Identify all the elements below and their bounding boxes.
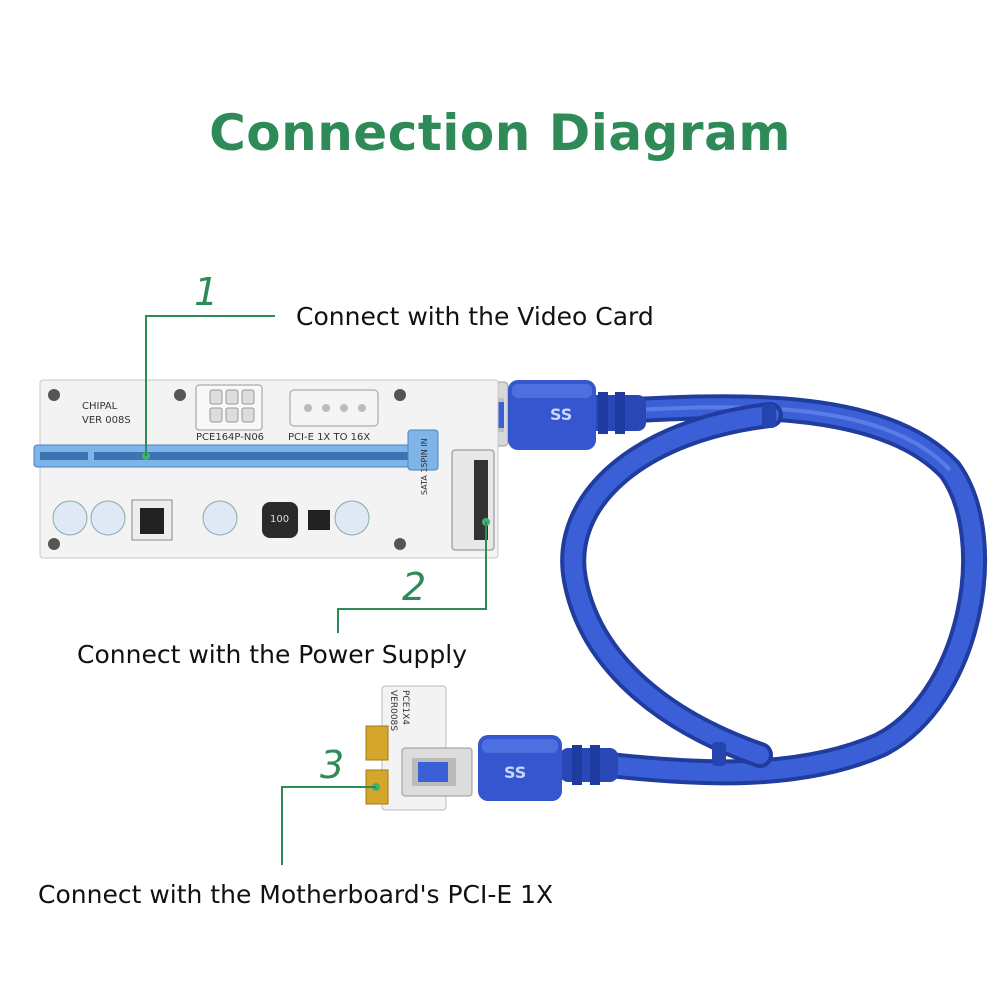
callout-text-2: Connect with the Power Supply xyxy=(77,640,468,669)
pcie-x1-card: SS xyxy=(365,685,562,811)
board-version: VER 008S xyxy=(82,415,131,426)
board-pcie-label: PCI-E 1X TO 16X xyxy=(288,432,371,443)
leader-line-3 xyxy=(281,786,376,865)
leader-lines xyxy=(145,315,487,865)
riser-board xyxy=(33,379,499,559)
callout-text-3: Connect with the Motherboard's PCI-E 1X xyxy=(38,880,554,909)
small-card-model: PCE1X4 xyxy=(400,690,410,726)
callout-number-1: 1 xyxy=(194,270,219,314)
board-brand: CHIPAL xyxy=(82,401,118,412)
leader-line-1 xyxy=(145,315,275,456)
callout-text-1: Connect with the Video Card xyxy=(296,302,654,331)
callout-number-2: 2 xyxy=(402,565,427,609)
page-title: Connection Diagram xyxy=(209,104,791,162)
board-sata-label: SATA 15PIN IN xyxy=(420,438,429,495)
usb-cable xyxy=(560,392,988,786)
callout-number-3: 3 xyxy=(320,743,345,787)
small-card-version: VER008S xyxy=(388,690,398,731)
svg-text:SS: SS xyxy=(550,405,572,424)
board-power-label: PCE164P-N06 xyxy=(196,432,265,443)
inductor-label: 100 xyxy=(270,514,290,525)
svg-text:SS: SS xyxy=(504,763,526,782)
leader-line-2 xyxy=(337,522,487,633)
